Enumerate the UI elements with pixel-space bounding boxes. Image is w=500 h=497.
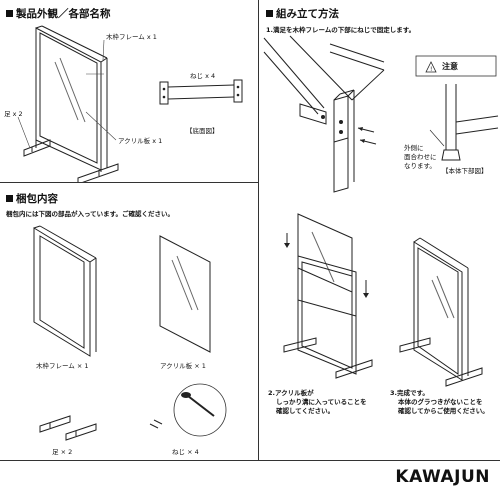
- step1-text: 1.満足を木枠フレームの下部にねじで固定します。: [266, 26, 416, 34]
- assembly-step1-illustration: !: [263, 35, 499, 193]
- vertical-divider: [258, 0, 259, 460]
- parts-illustration: [17, 25, 243, 182]
- package-illustration: [33, 225, 227, 441]
- package-leg-label: 足 × 2: [52, 448, 73, 456]
- horizontal-divider: [0, 182, 258, 183]
- bottom-detail-label: 【本体下部図】: [442, 167, 488, 175]
- step3-text: 3.完成です。 本体のグラつきがないことを 確認してからご使用ください。: [390, 389, 489, 416]
- package-frame: [33, 227, 91, 357]
- screw-label: ねじ x 4: [190, 72, 216, 80]
- bottom-view-label: 【底面図】: [186, 127, 219, 135]
- assembly-step23-illustration: [283, 213, 483, 387]
- acrylic-label: アクリル板 x 1: [118, 137, 163, 145]
- heading-square-icon: [266, 10, 273, 17]
- parts-heading: 製品外観／各部名称: [6, 6, 111, 21]
- footer-divider: [0, 460, 500, 461]
- package-acrylic: [159, 235, 211, 353]
- outer-note: 外側に 面合わせに なります。: [404, 144, 437, 170]
- package-screw-label: ねじ × 4: [172, 448, 199, 456]
- package-acrylic-label: アクリル板 × 1: [160, 362, 206, 370]
- leg-label: 足 x 2: [4, 110, 23, 118]
- brand-logo: KAWAJUN: [395, 467, 490, 487]
- assembly-heading: 組み立て方法: [266, 6, 339, 21]
- package-frame-label: 木枠フレーム × 1: [36, 362, 89, 370]
- package-heading: 梱包内容: [6, 191, 58, 206]
- package-intro: 梱包内には下図の部品が入っています。ご確認ください。: [6, 210, 175, 218]
- step2-text: 2.アクリル板が しっかり溝に入っていることを 確認してください。: [268, 389, 367, 416]
- caution-label: 注意: [442, 62, 458, 71]
- frame-label: 木枠フレーム x 1: [106, 33, 157, 41]
- heading-square-icon: [6, 195, 13, 202]
- svg-text:!: !: [430, 66, 432, 73]
- heading-square-icon: [6, 10, 13, 17]
